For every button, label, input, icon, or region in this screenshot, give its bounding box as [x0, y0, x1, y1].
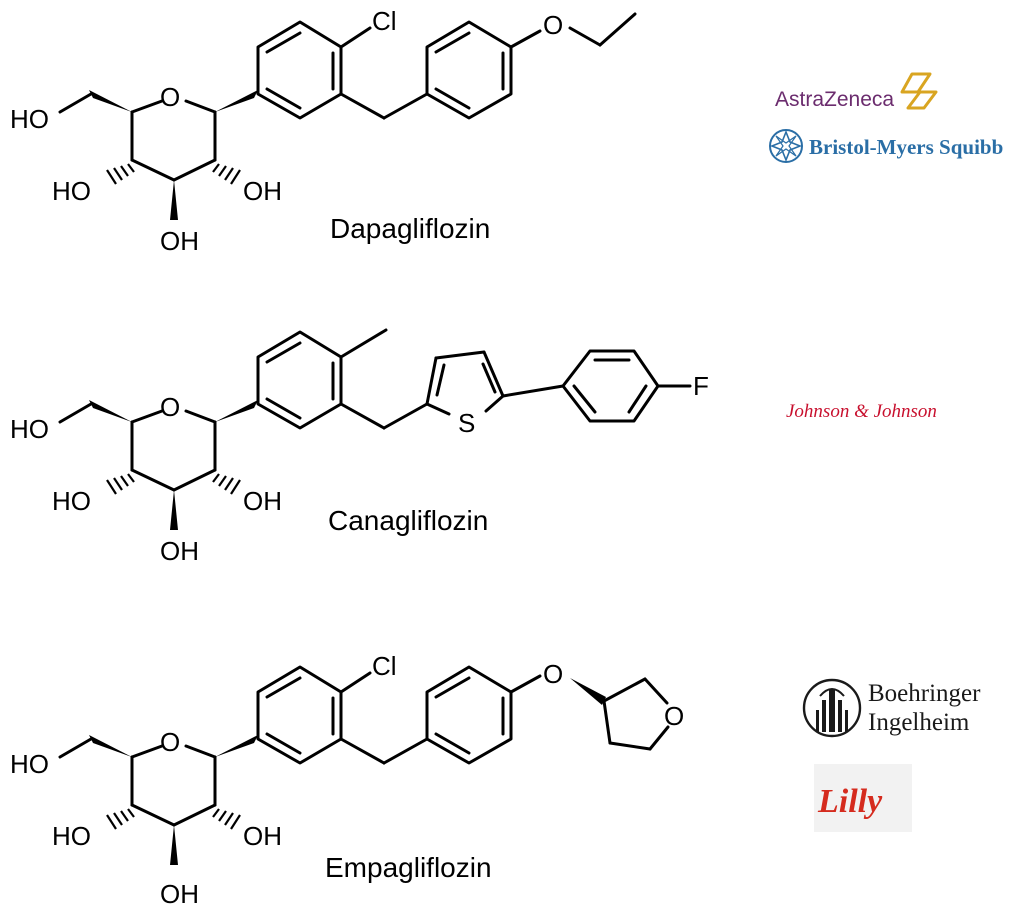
molecule-canagliflozin: HO O HO OH OH S F Canagliflozin [10, 328, 709, 566]
atom-ring-oxygen: O [160, 82, 180, 112]
atom-oh-right: OH [243, 486, 282, 516]
atom-ring-oxygen: O [160, 392, 180, 422]
logo-boehringer-ingelheim: Boehringer Ingelheim [802, 678, 981, 738]
atom-ho-primary: HO [10, 414, 49, 444]
atom-oh-right: OH [243, 176, 282, 206]
astrazeneca-symbol-icon [900, 72, 938, 110]
atom-oh-bottom: OH [160, 879, 199, 909]
atom-oh-bottom: OH [160, 226, 199, 256]
astrazeneca-wordmark: AstraZeneca [775, 88, 894, 111]
logo-lilly: Lilly [814, 764, 912, 832]
atom-thf-oxygen: O [664, 701, 684, 731]
atom-fluorine: F [693, 371, 709, 401]
atom-sulfur: S [458, 408, 475, 438]
atom-ho-primary: HO [10, 749, 49, 779]
lilly-background [814, 764, 912, 832]
atom-oh-right: OH [243, 821, 282, 851]
molecule-empagliflozin: HO O HO OH OH Cl O O Empagliflozin [10, 651, 684, 909]
boehringer-line2: Ingelheim [868, 709, 970, 736]
molecule-dapagliflozin: HO O HO OH OH Cl O Dapagliflozin [10, 6, 637, 256]
atom-chlorine: Cl [372, 651, 397, 681]
jnj-wordmark: Johnson & Johnson [786, 401, 937, 422]
bms-star-icon [769, 129, 803, 163]
atom-ho-left: HO [52, 176, 91, 206]
bms-wordmark: Bristol-Myers Squibb [809, 135, 1003, 159]
atom-chlorine: Cl [372, 6, 397, 36]
atom-oh-bottom: OH [160, 536, 199, 566]
lilly-wordmark: Lilly [817, 783, 883, 820]
logo-johnson-and-johnson: Johnson & Johnson [786, 401, 937, 422]
logo-astrazeneca: AstraZeneca [775, 72, 938, 111]
boehringer-line1: Boehringer [868, 680, 981, 707]
drug-name-dapagliflozin: Dapagliflozin [330, 213, 490, 244]
drug-name-canagliflozin: Canagliflozin [328, 505, 488, 536]
drug-name-empagliflozin: Empagliflozin [325, 852, 492, 883]
atom-ring-oxygen: O [160, 727, 180, 757]
logo-bms: Bristol-Myers Squibb [769, 129, 1003, 163]
atom-ether-oxygen: O [543, 10, 563, 40]
atom-ho-left: HO [52, 821, 91, 851]
boehringer-building-icon [802, 678, 862, 738]
atom-ether-oxygen: O [543, 659, 563, 689]
atom-ho-left: HO [52, 486, 91, 516]
atom-ho-primary: HO [10, 104, 49, 134]
